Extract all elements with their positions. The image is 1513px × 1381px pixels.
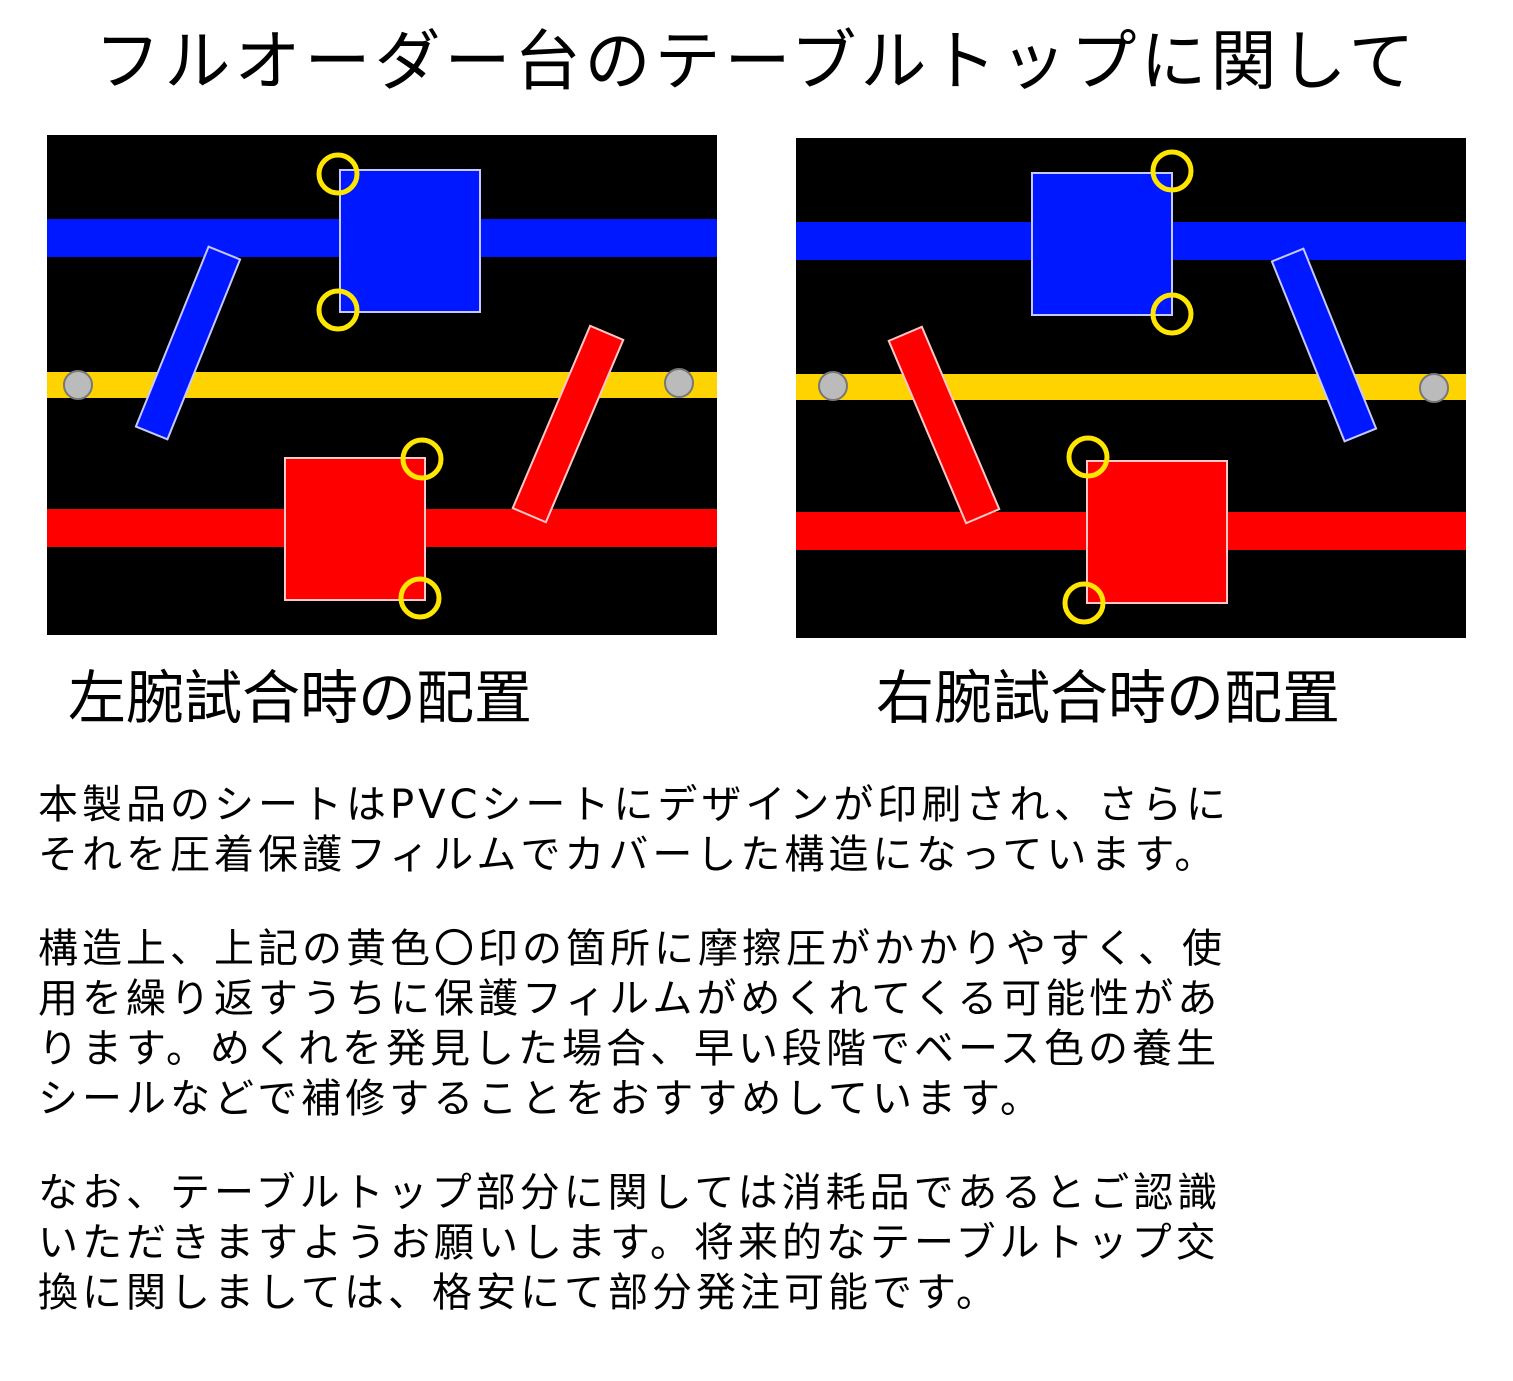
friction-marker: [1150, 292, 1194, 336]
red-tilted-bar: [511, 324, 625, 524]
note-line: ります。めくれを発見した場合、早い段階でベース色の養生: [38, 1026, 1220, 1072]
yellow-line: [47, 372, 717, 398]
notes-section: 本製品のシートはPVCシートにデザインが印刷され、さらに それを圧着保護フィルム…: [38, 780, 1478, 1362]
gray-peg-left: [63, 370, 93, 400]
friction-marker: [398, 576, 442, 620]
note-paragraph-structure: 本製品のシートはPVCシートにデザインが印刷され、さらに それを圧着保護フィルム…: [38, 780, 1478, 880]
gray-peg-right: [1419, 373, 1449, 403]
blue-tilted-bar: [134, 245, 242, 441]
note-line: なお、テーブルトップ部分に関しては消耗品であるとご認識: [38, 1170, 1222, 1216]
friction-marker: [400, 437, 444, 481]
note-line: 用を繰り返すうちに保護フィルムがめくれてくる可能性があ: [38, 976, 1222, 1022]
gray-peg-left: [818, 371, 848, 401]
red-square-pad: [284, 457, 426, 601]
caption-right-arm: 右腕試合時の配置: [876, 664, 1341, 732]
note-line: それを圧着保護フィルムでカバーした構造になっています。: [38, 832, 1219, 878]
note-paragraph-consumable: なお、テーブルトップ部分に関しては消耗品であるとご認識 いただきますようお願いし…: [38, 1168, 1478, 1318]
friction-marker: [1062, 581, 1106, 625]
caption-left-arm: 左腕試合時の配置: [68, 664, 533, 732]
red-tilted-bar: [887, 325, 1001, 525]
blue-tilted-bar: [1270, 247, 1378, 443]
page-title: フルオーダー台のテーブルトップに関して: [94, 23, 1419, 100]
note-line: いただきますようお願いします。将来的なテーブルトップ交: [38, 1220, 1220, 1266]
friction-marker: [316, 152, 360, 196]
note-line: 換に関しましては、格安にて部分発注可能です。: [38, 1270, 1000, 1316]
note-line: 本製品のシートはPVCシートにデザインが印刷され、さらに: [38, 782, 1230, 828]
blue-square-pad: [339, 169, 481, 313]
blue-square-pad: [1031, 172, 1173, 316]
red-square-pad: [1086, 460, 1228, 604]
friction-marker: [316, 288, 360, 332]
gray-peg-right: [664, 368, 694, 398]
board-diagram-left-arm: [47, 135, 717, 635]
note-paragraph-friction: 構造上、上記の黄色〇印の箇所に摩擦圧がかかりやすく、使 用を繰り返すうちに保護フ…: [38, 924, 1478, 1124]
yellow-line: [796, 374, 1466, 400]
board-diagram-right-arm: [796, 138, 1466, 638]
friction-marker: [1150, 149, 1194, 193]
friction-marker: [1066, 435, 1110, 479]
note-line: シールなどで補修することをおすすめしています。: [38, 1076, 1044, 1122]
note-line: 構造上、上記の黄色〇印の箇所に摩擦圧がかかりやすく、使: [38, 926, 1226, 972]
